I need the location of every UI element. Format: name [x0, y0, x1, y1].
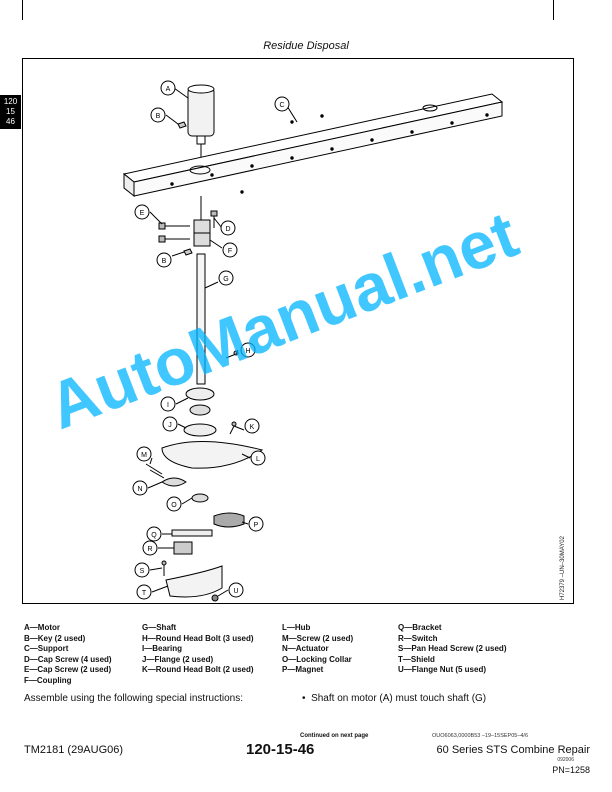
callout-b: B	[156, 113, 161, 120]
callout-h: H	[245, 348, 250, 355]
callout-s: S	[140, 568, 145, 575]
legend-item: O—Locking Collar	[282, 654, 352, 664]
footer-page-number: 120-15-46	[246, 741, 315, 758]
legend-item: F—Coupling	[24, 675, 72, 685]
callout-e: E	[140, 210, 145, 217]
instruction-bullet: • Shaft on motor (A) must touch shaft (G…	[302, 693, 486, 704]
footer-date: 092006	[557, 757, 574, 763]
legend-item: S—Pan Head Screw (2 used)	[398, 644, 507, 653]
callout-k: K	[250, 424, 255, 431]
callout-o: O	[171, 502, 177, 509]
legend-item: U—Flange Nut (5 used)	[398, 665, 487, 674]
footer-manual-title: 60 Series STS Combine Repair	[436, 744, 590, 756]
callout-q: Q	[151, 532, 157, 539]
crop-mark	[22, 0, 23, 20]
callout-c: C	[279, 102, 284, 109]
legend-item: G—Shaft	[142, 623, 177, 632]
figure-code: H72379 –UN–30MAY02	[560, 536, 566, 600]
footer-pn: PN=1258	[552, 765, 590, 775]
section-tab-line: 120	[3, 97, 18, 106]
legend-item: L—Hub	[282, 623, 311, 632]
legend-item: D—Cap Screw (4 used)	[24, 654, 112, 664]
legend-item: C—Support	[24, 644, 69, 653]
instructions-intro: Assemble using the following special ins…	[24, 693, 243, 704]
callout-r: R	[147, 546, 152, 553]
callout-j: J	[168, 422, 172, 429]
legend-item: M—Screw (2 used)	[282, 633, 354, 643]
legend-item: K—Round Head Bolt (2 used)	[142, 665, 254, 674]
legend-column-4: Q—Bracket R—Switch S—Pan Head Screw (2 u…	[398, 623, 506, 676]
figure-frame	[22, 58, 574, 604]
callout-n: N	[137, 486, 142, 493]
callout-m: M	[141, 452, 147, 459]
legend-item: P—Magnet	[282, 665, 324, 674]
callout-f: F	[228, 248, 232, 255]
exploded-view-diagram: A B C D E F G H I J K L M N O P Q R S T …	[122, 80, 504, 602]
legend-column-3: L—Hub M—Screw (2 used) N—Actuator O—Lock…	[282, 623, 353, 676]
callout-a: A	[166, 86, 171, 93]
section-tab: 120 15 46	[0, 95, 21, 129]
legend-item: I—Bearing	[142, 644, 183, 653]
reference-code: OUO6063,0000B53 –19–15SEP05–4/6	[432, 733, 529, 739]
legend-item: B—Key (2 used)	[24, 633, 86, 643]
footer-manual-id: TM2181 (29AUG06)	[24, 744, 124, 756]
page-header-title: Residue Disposal	[263, 40, 349, 52]
callout-t: T	[142, 590, 147, 597]
continued-note: Continued on next page	[300, 733, 369, 739]
bullet-glyph: •	[302, 693, 312, 704]
callout-d: D	[225, 226, 230, 233]
callout-p: P	[254, 522, 259, 529]
legend-item: E—Cap Screw (2 used)	[24, 665, 112, 674]
legend-item: T—Shield	[398, 654, 435, 664]
callout-g: G	[223, 276, 228, 283]
callout-l: L	[256, 456, 260, 463]
legend-item: Q—Bracket	[398, 623, 442, 632]
crop-mark	[553, 0, 554, 20]
legend-column-2: G—Shaft H—Round Head Bolt (3 used) I—Bea…	[142, 623, 254, 676]
legend-item: H—Round Head Bolt (3 used)	[142, 633, 254, 643]
section-tab-line: 15	[6, 107, 15, 116]
legend-item: J—Flange (2 used)	[142, 654, 214, 664]
legend-item: A—Motor	[24, 623, 60, 632]
callout-i: I	[167, 402, 169, 409]
section-tab-line: 46	[6, 117, 15, 126]
callout-b-lower: B	[162, 258, 167, 265]
instruction-bullet-text: Shaft on motor (A) must touch shaft (G)	[311, 693, 487, 704]
legend-item: N—Actuator	[282, 644, 329, 653]
legend-column-1: A—Motor B—Key (2 used) C—Support D—Cap S…	[24, 623, 112, 686]
callout-u: U	[233, 588, 238, 595]
legend-item: R—Switch	[398, 633, 438, 643]
